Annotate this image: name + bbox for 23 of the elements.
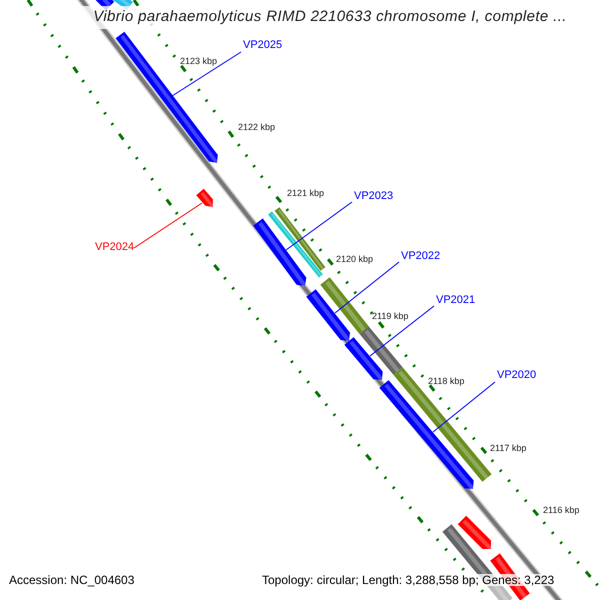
gene-label: VP2022 — [401, 250, 440, 263]
scale-label: 2123 kbp — [180, 57, 218, 66]
leader-line — [370, 306, 434, 356]
gene-label: VP2023 — [354, 190, 394, 203]
scale-label: 2120 kbp — [336, 255, 374, 264]
leader-line — [172, 52, 242, 96]
gene-bar — [196, 188, 214, 208]
gene-label: VP2020 — [497, 369, 536, 382]
gene-bar — [306, 289, 351, 342]
gene-label: VP2021 — [436, 294, 476, 307]
scale-label: 2116 kbp — [543, 506, 580, 515]
leader-line — [334, 262, 400, 314]
info-text: Accession: NC_004603 — [9, 574, 134, 586]
leader-line — [134, 202, 202, 248]
gene-bar — [253, 218, 307, 288]
gene-bar — [116, 32, 218, 164]
scale-label: 2118 kbp — [428, 377, 464, 386]
gene-label: VP2024 — [95, 241, 134, 254]
gene-label: VP2025 — [243, 39, 282, 52]
leader-line — [432, 382, 496, 432]
leader-line — [286, 202, 352, 250]
gene-bar — [344, 337, 384, 382]
scale-label: 2119 kbp — [372, 312, 408, 321]
